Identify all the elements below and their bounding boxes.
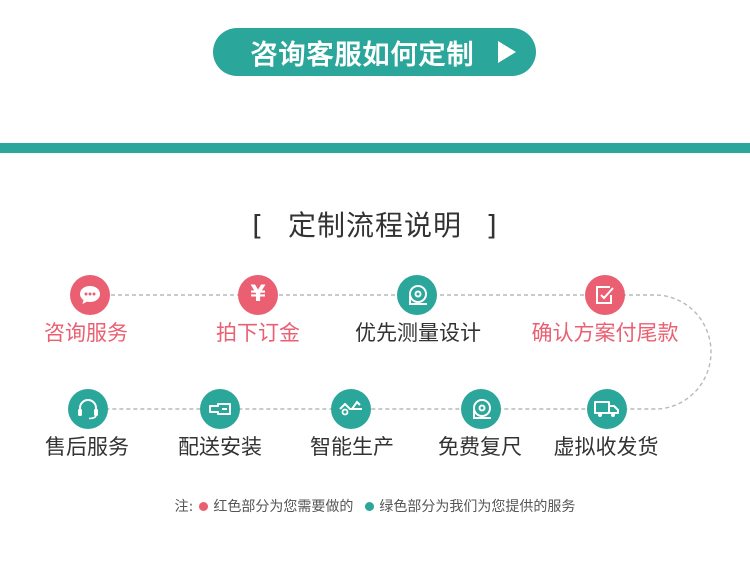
step-production-label: 智能生产 [310,435,394,459]
banner-label: 咨询客服如何定制 [250,39,475,71]
play-arrow-icon [498,41,516,63]
step-measure-label: 优先测量设计 [355,321,481,345]
bracket-close: ] [485,209,498,242]
step-remeasure-label: 免费复尺 [438,435,522,459]
section-title: [ 定制流程说明 ] [0,204,750,244]
step-confirm-icon [585,275,625,315]
step-install-icon [200,389,240,429]
step-aftersale-icon [68,389,108,429]
note-prefix: 注: [174,499,194,515]
step-remeasure-icon [461,389,501,429]
yen-icon: ¥ [250,282,266,307]
step-consult-icon [70,275,110,315]
step-delivery-icon [587,389,627,429]
step-delivery-label: 虚拟收发货 [553,435,659,459]
step-confirm-label: 确认方案付尾款 [531,321,679,345]
legend-note: 注: 红色部分为您需要做的 绿色部分为我们为您提供的服务 [0,496,750,516]
green-dot-icon [365,502,375,511]
note-green-text: 绿色部分为我们为您提供的服务 [379,499,576,515]
step-aftersale-label: 售后服务 [45,435,129,459]
red-dot-icon [199,502,209,511]
step-production-icon [331,389,371,429]
step-measure-icon [397,275,437,315]
section-divider [0,143,750,153]
step-deposit-icon: ¥ [238,275,278,315]
consult-banner-button[interactable]: 咨询客服如何定制 [213,28,536,76]
section-title-text: 定制流程说明 [287,209,462,242]
step-install-label: 配送安装 [178,435,262,459]
step-deposit-label: 拍下订金 [216,321,300,345]
bracket-open: [ [252,209,265,242]
note-red-text: 红色部分为您需要做的 [213,499,354,515]
step-consult-label: 咨询服务 [44,321,128,345]
